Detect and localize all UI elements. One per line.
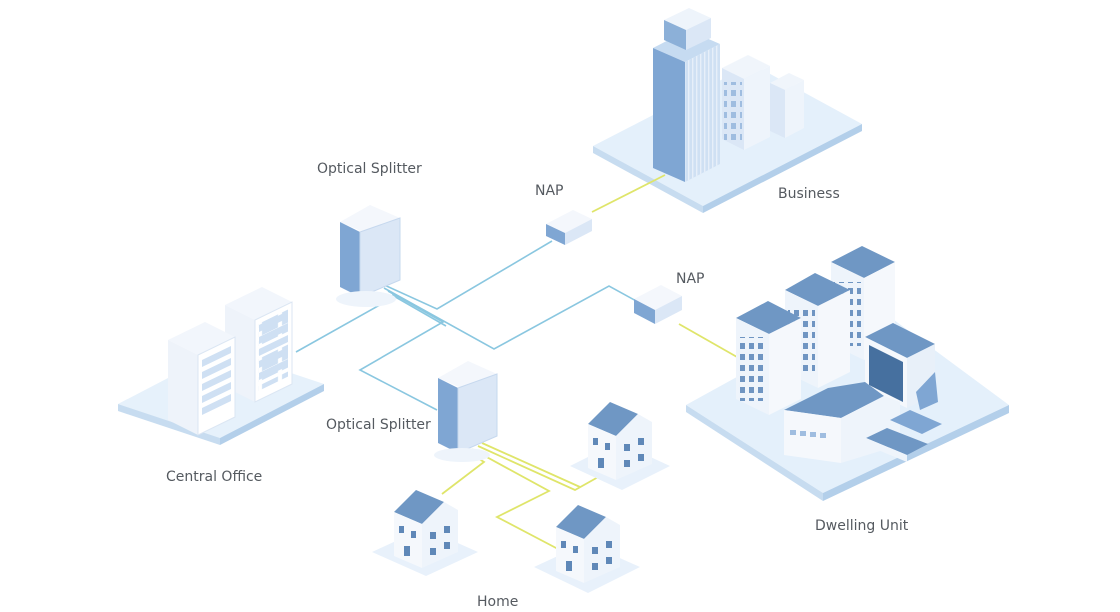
label-nap-top: NAP	[535, 183, 564, 199]
splitter-cabinet-icon	[336, 205, 401, 307]
label-home: Home	[477, 594, 519, 610]
house-icon	[372, 490, 478, 576]
house-icon	[534, 505, 640, 593]
house-icon	[570, 402, 670, 490]
label-dwelling-unit: Dwelling Unit	[815, 518, 909, 534]
label-optical-splitter-top: Optical Splitter	[317, 161, 422, 177]
drop-to-home-right	[477, 445, 601, 492]
building-icon	[653, 8, 804, 182]
label-central-office: Central Office	[166, 469, 263, 485]
fiber-splitter-to-nap-top	[379, 240, 553, 310]
label-business: Business	[778, 186, 840, 202]
fiber-splitter-to-splitter	[358, 290, 445, 411]
label-optical-splitter-bottom: Optical Splitter	[326, 417, 431, 433]
splitter-cabinet-icon	[434, 361, 498, 462]
drop-to-home-bottom	[471, 448, 559, 550]
drop-nap-to-business	[591, 174, 666, 213]
drop-nap-to-dwelling	[678, 323, 738, 358]
building-icon	[736, 246, 942, 463]
fiber-splitter-to-nap-right	[383, 285, 639, 350]
nap-box-icon	[634, 285, 682, 324]
label-nap-right: NAP	[676, 271, 705, 287]
server-rack-icon	[168, 287, 293, 436]
nap-box-icon	[546, 210, 592, 245]
